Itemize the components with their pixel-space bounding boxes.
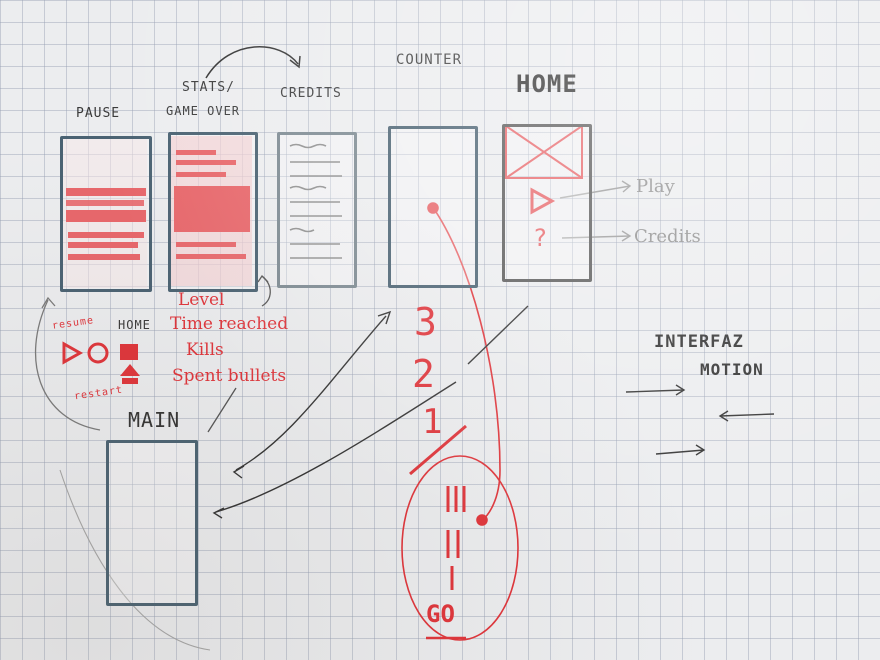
home-title: HOME xyxy=(516,70,578,98)
faint-loop xyxy=(59,469,211,651)
pause-action-icons xyxy=(62,341,140,384)
restart-icon xyxy=(87,342,109,364)
credits-screen xyxy=(277,132,357,288)
stat-spent-bullets: Spent bullets xyxy=(172,366,287,386)
motion-arrows xyxy=(625,384,775,456)
stats-credits-arrow xyxy=(205,46,301,79)
stats-screen xyxy=(168,132,258,292)
pause-loop-arrow xyxy=(34,296,101,431)
home-action-label: HOME xyxy=(118,318,151,332)
counter-dot xyxy=(427,202,439,214)
resume-icon xyxy=(62,341,84,365)
pause-title: PAUSE xyxy=(76,106,121,121)
question-icon: ? xyxy=(534,224,547,252)
countdown-go: GO xyxy=(426,600,455,628)
pause-screen-content xyxy=(63,138,147,288)
counter-main-arrows xyxy=(212,305,529,519)
play-link-label: Play xyxy=(636,176,675,197)
stats-main-loop xyxy=(207,274,271,433)
home-screen xyxy=(502,124,592,282)
stat-level: Level xyxy=(178,290,225,310)
motion-title: MOTION xyxy=(700,360,764,379)
countdown-loop xyxy=(401,202,519,641)
home-label-arrows xyxy=(559,180,632,242)
warning-icon xyxy=(120,364,140,376)
main-screen xyxy=(106,440,198,606)
credits-title: CREDITS xyxy=(280,86,342,101)
countdown-slash xyxy=(409,424,467,476)
counter-screen xyxy=(388,126,478,288)
game-over-title: GAME OVER xyxy=(166,104,241,118)
credits-screen-lines xyxy=(289,143,342,259)
countdown-2: 2 xyxy=(412,352,435,396)
countdown-3: 3 xyxy=(414,300,437,344)
main-title: MAIN xyxy=(128,408,181,432)
counter-title: COUNTER xyxy=(396,52,463,68)
play-icon xyxy=(530,187,556,215)
credits-link-label: Credits xyxy=(634,226,701,247)
stats-title: STATS/ xyxy=(182,80,235,95)
stat-time-reached: Time reached xyxy=(170,314,289,334)
home-icon xyxy=(120,344,138,360)
interfaz-title: INTERFAZ xyxy=(654,332,744,352)
stat-kills: Kills xyxy=(186,340,224,360)
stats-screen-content xyxy=(170,136,252,286)
countdown-1: 1 xyxy=(422,402,443,442)
pause-screen xyxy=(60,136,152,292)
